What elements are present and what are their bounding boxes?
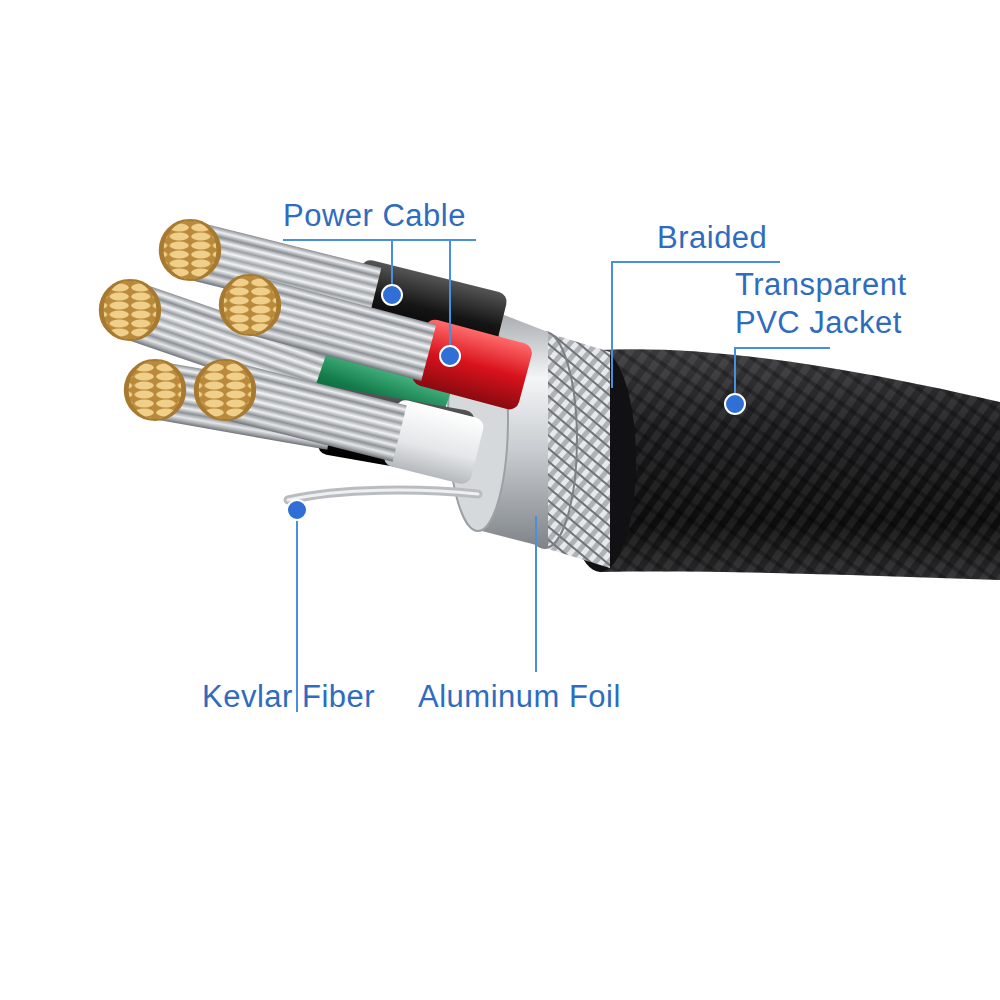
pvc-jacket bbox=[564, 349, 1000, 580]
wire-5 bbox=[182, 346, 486, 487]
part-label: Transparent PVC Jacket bbox=[735, 266, 935, 342]
part-label: Kevlar Fiber bbox=[202, 678, 375, 716]
kevlar-fiber bbox=[288, 490, 478, 500]
kevlar-fiber-highlight bbox=[288, 490, 478, 500]
callout-dots bbox=[287, 285, 745, 520]
part-label: Power Cable bbox=[283, 197, 466, 235]
part-label: Braided bbox=[657, 219, 767, 257]
part-label: Aluminum Foil bbox=[418, 678, 621, 716]
